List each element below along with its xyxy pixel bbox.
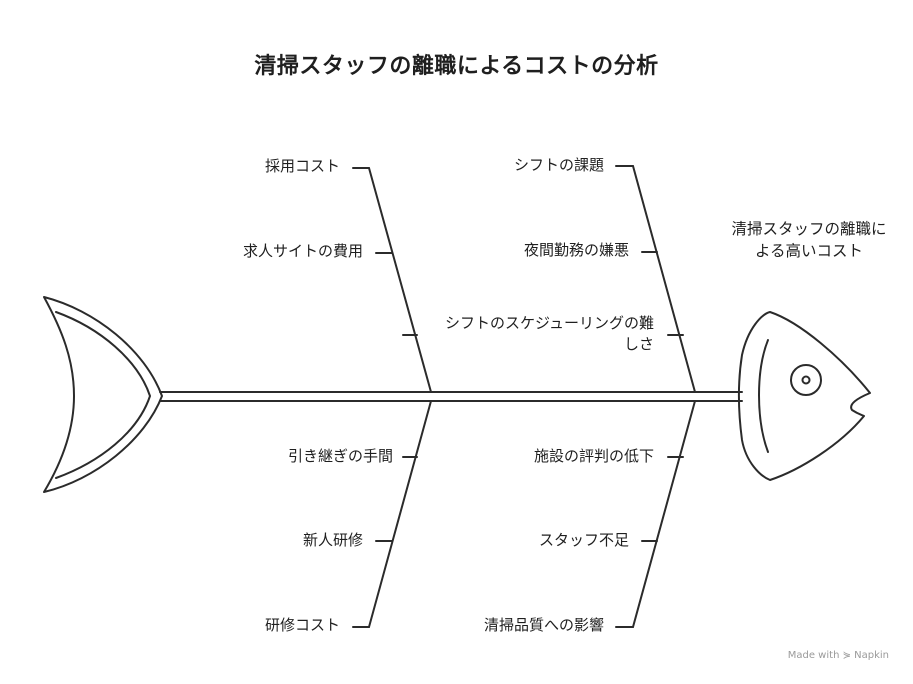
cause-label: 清掃品質への影響 (483, 616, 604, 634)
cause-label: 採用コスト (264, 157, 340, 175)
effect-label: 清掃スタッフの離職による高いコスト (731, 220, 887, 260)
bone-lower-right (632, 400, 696, 628)
footer-credit: Made with ⋟ Napkin (787, 650, 889, 661)
fish-eye-outer (790, 364, 822, 396)
cause-label: 引き継ぎの手間 (287, 447, 393, 465)
fish-tail-inner (55, 311, 151, 479)
diagram-title: 清掃スタッフの離職によるコストの分析 (254, 54, 659, 79)
bone-upper-right (632, 165, 696, 393)
bone-upper-left (368, 167, 432, 393)
cause-label: シフトのスケジューリングの難しさ (445, 314, 654, 353)
fish-tail (43, 296, 163, 493)
cause-label: スタッフ不足 (538, 531, 629, 549)
bone-lower-left (368, 400, 432, 628)
fish-eye-inner (801, 375, 811, 385)
cause-label: 施設の評判の低下 (533, 447, 654, 465)
fish-gill (758, 339, 769, 453)
cause-label: シフトの課題 (513, 156, 604, 174)
cause-label: 求人サイトの費用 (242, 242, 363, 260)
fish-head (738, 311, 871, 481)
cause-label: 夜間勤務の嫌悪 (523, 241, 629, 259)
cause-label: 新人研修 (302, 531, 363, 549)
cause-label: 研修コスト (264, 616, 340, 634)
